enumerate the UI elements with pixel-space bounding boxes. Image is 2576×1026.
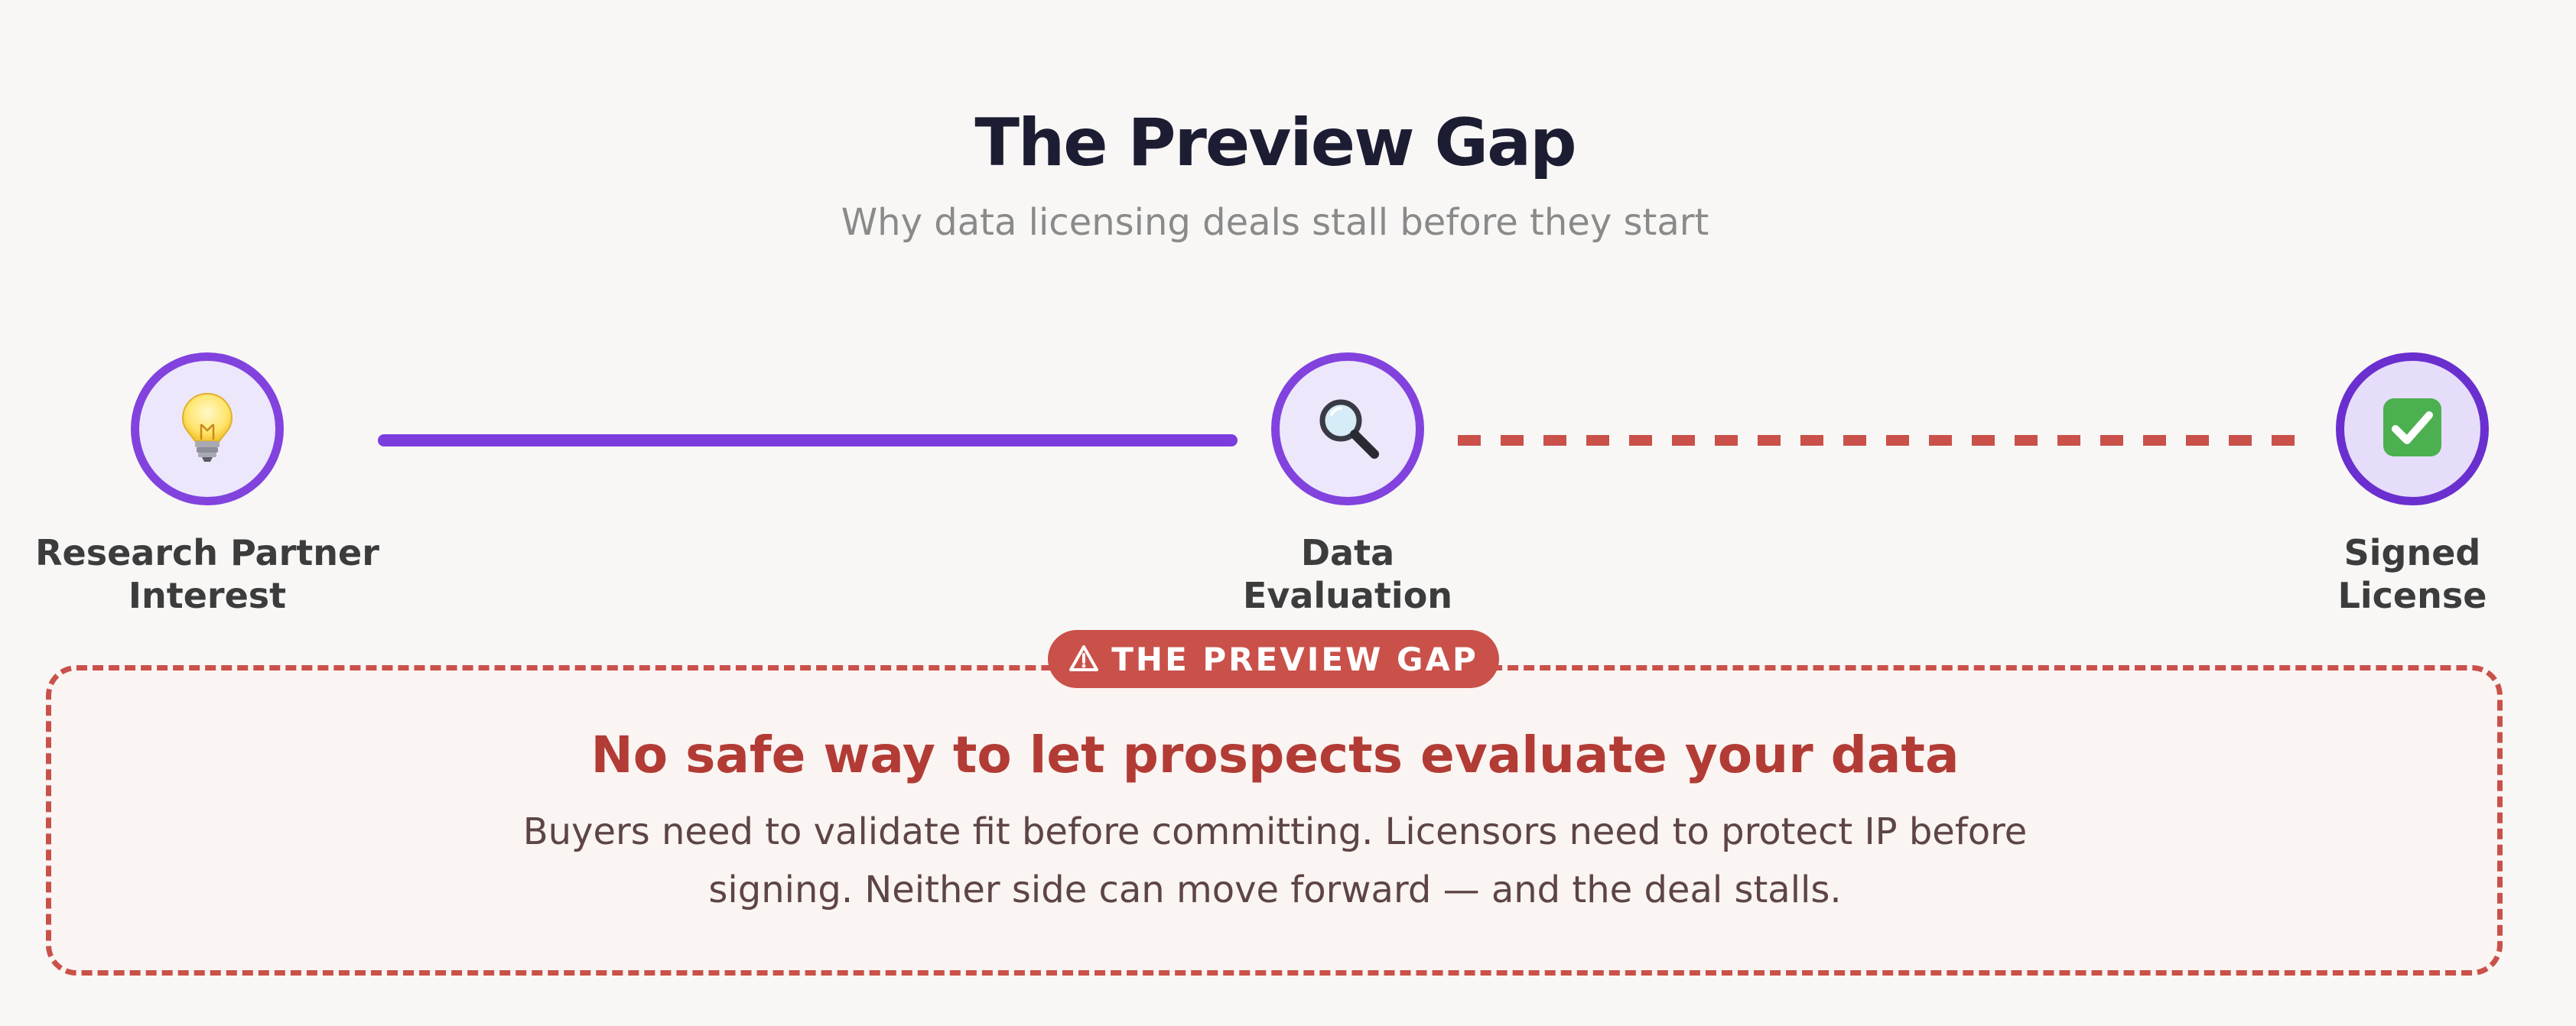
warning-icon bbox=[1068, 642, 1099, 680]
magnifying-glass-icon bbox=[1313, 393, 1382, 465]
step-label-line: License bbox=[2337, 575, 2487, 616]
page-subtitle: Why data licensing deals stall before th… bbox=[841, 201, 1709, 244]
step-node-license bbox=[2336, 352, 2489, 505]
step-label-line: Research Partner bbox=[35, 532, 379, 573]
check-mark-icon bbox=[2382, 397, 2443, 461]
step-label-line: Data bbox=[1300, 532, 1395, 573]
step-label-line: Interest bbox=[128, 575, 287, 616]
preview-gap-badge: THE PREVIEW GAP bbox=[1048, 630, 1499, 688]
gap-heading: No safe way to let prospects evaluate yo… bbox=[590, 726, 1960, 784]
gap-body: Buyers need to validate fit before commi… bbox=[522, 810, 2028, 911]
connector-solid bbox=[378, 434, 1238, 446]
step-label-research: Research Partner Interest bbox=[8, 531, 406, 617]
step-node-evaluation bbox=[1271, 352, 1424, 505]
step-node-research bbox=[131, 352, 284, 505]
step-label-evaluation: Data Evaluation bbox=[1149, 531, 1547, 617]
connector-dashed bbox=[1458, 435, 2301, 446]
lightbulb-icon bbox=[177, 389, 238, 469]
step-label-line: Evaluation bbox=[1242, 575, 1453, 616]
badge-label: THE PREVIEW GAP bbox=[1111, 640, 1478, 678]
page-title: The Preview Gap bbox=[974, 105, 1576, 181]
step-label-line: Signed bbox=[2343, 532, 2481, 573]
preview-gap-box bbox=[46, 665, 2503, 976]
step-label-license: Signed License bbox=[2213, 531, 2576, 617]
